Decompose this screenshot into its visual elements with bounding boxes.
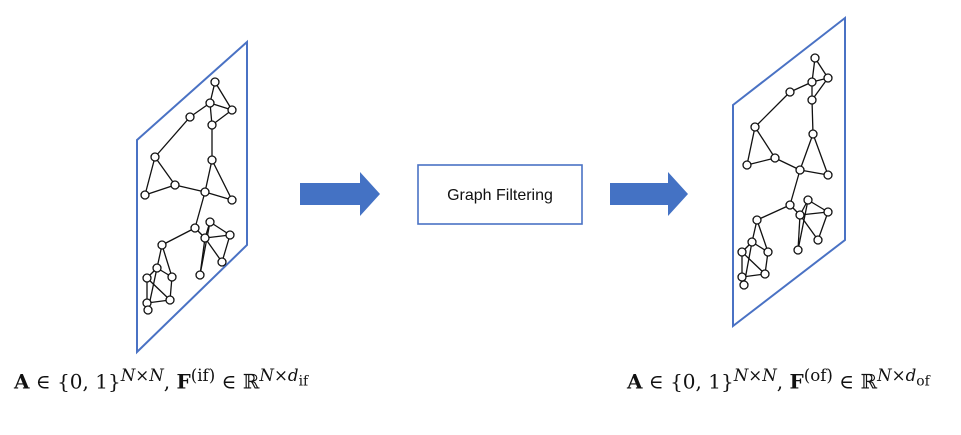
output-formula: A ∈ {0, 1}N×N, F(of) ∈ ℝN×dof [627, 366, 930, 394]
graph-node [140, 190, 150, 200]
graph-node [807, 95, 817, 105]
graph-node [823, 73, 833, 83]
graph-node [750, 122, 760, 132]
graph-node [225, 230, 235, 240]
graph-node [143, 305, 153, 315]
output-graph [737, 53, 833, 290]
graph-node [207, 155, 217, 165]
input-graph-nodes [140, 77, 237, 315]
graph-node [807, 77, 817, 87]
graph-node [217, 257, 227, 267]
graph-node [152, 263, 162, 273]
graph-node [803, 195, 813, 205]
graph-node [195, 270, 205, 280]
graph-node [770, 153, 780, 163]
graph-node [823, 170, 833, 180]
graph-node [737, 272, 747, 282]
graph-node [739, 280, 749, 290]
graph-node [167, 272, 177, 282]
graph-node [742, 160, 752, 170]
input-formula: A ∈ {0, 1}N×N, F(if) ∈ ℝN×dif [14, 366, 309, 394]
graph-node [793, 245, 803, 255]
graph-node [150, 152, 160, 162]
graph-node [190, 223, 200, 233]
graph-node [210, 77, 220, 87]
graph-node [165, 295, 175, 305]
graph-node [200, 187, 210, 197]
output-graph-nodes [737, 53, 833, 290]
graph-node [760, 269, 770, 279]
graph-node [205, 98, 215, 108]
graph-node [795, 165, 805, 175]
graph-node [795, 210, 805, 220]
graph-node [813, 235, 823, 245]
graph-node [157, 240, 167, 250]
input-graph [140, 77, 237, 315]
graph-node [737, 247, 747, 257]
graph-node [747, 237, 757, 247]
right-arrow-icon [300, 172, 380, 216]
graph-filtering-label: Graph Filtering [447, 187, 553, 204]
output-graph-plane [732, 15, 846, 329]
graph-node [785, 200, 795, 210]
graph-node [752, 215, 762, 225]
graph-node [207, 120, 217, 130]
right-arrow-icon [610, 172, 688, 216]
graph-node [808, 129, 818, 139]
graph-node [823, 207, 833, 217]
graph-node [763, 247, 773, 257]
graph-node [200, 233, 210, 243]
graph-node [170, 180, 180, 190]
graph-filtering-box: Graph Filtering [417, 164, 583, 225]
graph-node [227, 195, 237, 205]
graph-node [227, 105, 237, 115]
graph-node [185, 112, 195, 122]
graph-node [785, 87, 795, 97]
graph-node [810, 53, 820, 63]
graph-node [205, 217, 215, 227]
graph-node [142, 273, 152, 283]
